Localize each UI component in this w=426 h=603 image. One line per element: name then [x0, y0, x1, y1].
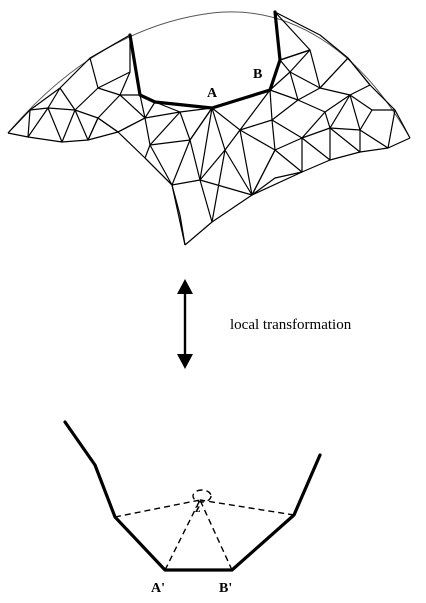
mesh-triangle-edges — [7, 11, 411, 246]
point-a-prime-label: A' — [151, 581, 165, 596]
transformed-contour: z A' B' — [63, 420, 322, 596]
point-b-label: B — [253, 67, 262, 82]
transformation-caption: local transformation — [230, 317, 352, 333]
triangle-mesh: A B — [7, 10, 411, 246]
mesh-boundary-path — [128, 10, 282, 110]
point-a-label: A — [207, 86, 218, 101]
point-b-prime-label: B' — [219, 581, 232, 596]
vertex-z-label: z — [195, 501, 201, 515]
mesh-bounding-curve — [7, 11, 411, 139]
contour-dashed-links — [114, 489, 295, 571]
transformation-arrow — [177, 279, 193, 369]
